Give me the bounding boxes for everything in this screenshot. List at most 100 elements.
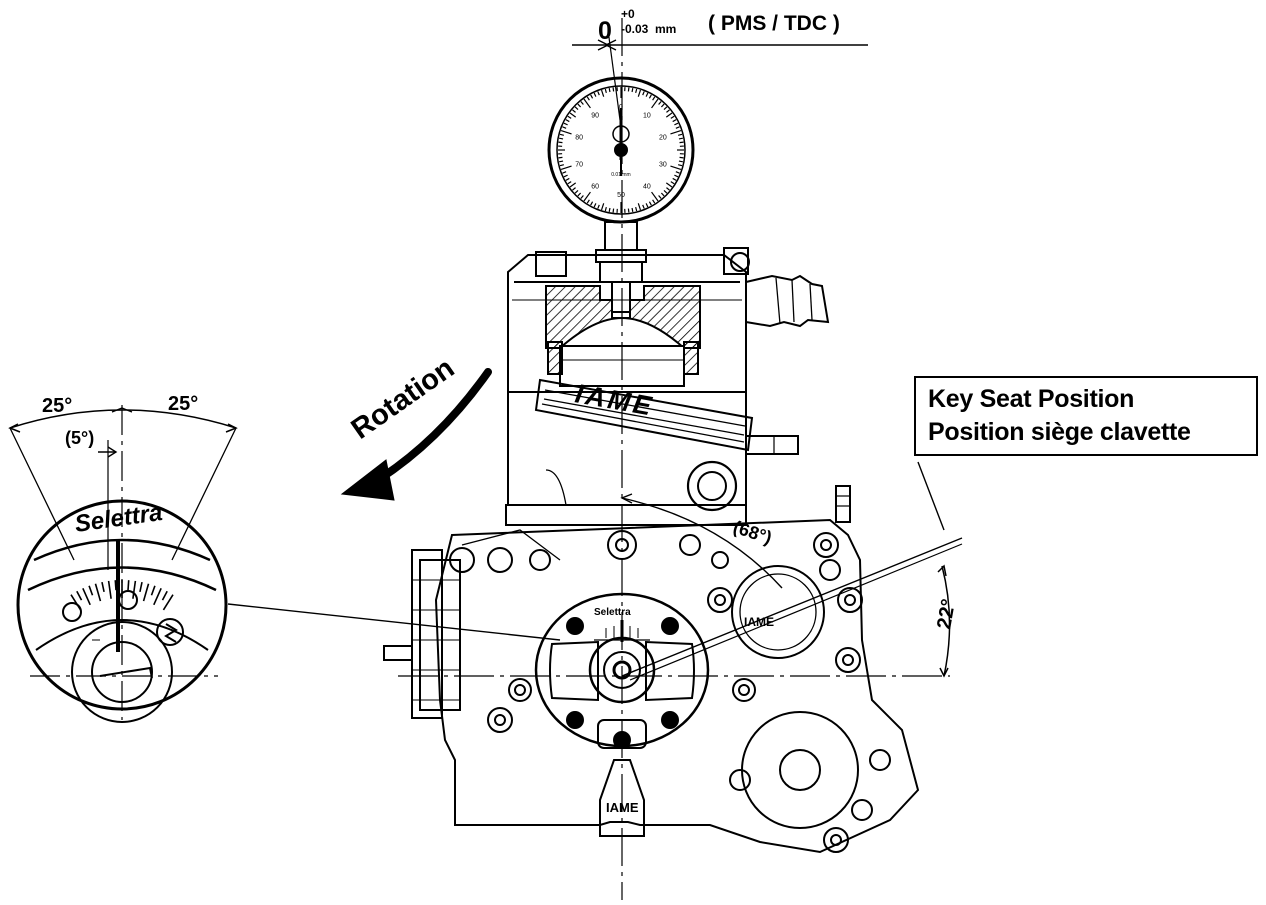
- gauge-tick-label: 50: [617, 192, 625, 199]
- brand-base: IAME: [606, 800, 639, 815]
- gauge-tick: [605, 207, 606, 211]
- gauge-tick: [674, 123, 678, 125]
- gauge-unit: 0.01 mm: [611, 172, 630, 178]
- brand-cover: IAME: [744, 615, 774, 629]
- gauge-tick-label: 80: [575, 134, 583, 141]
- angle-center: (5°): [65, 428, 94, 448]
- gauge-tick: [636, 207, 637, 211]
- gauge-tick: [591, 202, 593, 206]
- gauge-tick-label: 30: [659, 162, 667, 169]
- brand-rotor: Selettra: [594, 607, 631, 618]
- gauge-tick-label: 10: [643, 112, 651, 119]
- brand-rotor-detail: Selettra: [73, 499, 164, 538]
- gauge-tick: [678, 134, 682, 135]
- gauge-tick: [661, 104, 664, 107]
- gauge-tick: [581, 101, 584, 104]
- gauge-tick: [638, 90, 640, 97]
- gauge-tick: [602, 203, 604, 210]
- gauge-tick: [562, 172, 566, 173]
- gauge-tick: [591, 95, 593, 99]
- gauge-tick: [680, 142, 684, 143]
- gauge-tick: [674, 175, 678, 177]
- gauge-tick: [587, 97, 589, 100]
- gauge-tick: [628, 209, 629, 213]
- gauge-tick: [653, 200, 655, 203]
- tolerance-upper: +0: [621, 7, 635, 21]
- gauge-tick: [613, 209, 614, 213]
- key-seat-title-en: Key Seat Position: [928, 383, 1244, 416]
- gauge-tick: [568, 182, 571, 184]
- gauge-tick: [666, 110, 669, 113]
- gauge-tick: [666, 188, 669, 191]
- gauge-tick: [676, 127, 680, 128]
- gauge-tick: [649, 95, 651, 99]
- gauge-tick: [570, 113, 576, 117]
- gauge-tick: [578, 193, 581, 196]
- gauge-tick: [649, 202, 651, 206]
- gauge-tick: [584, 99, 590, 108]
- gauge-tick: [643, 91, 644, 95]
- key-seat-callout: Key Seat Position Position siège clavett…: [914, 376, 1258, 456]
- gauge-tick: [678, 165, 682, 166]
- gauge-tick-label: 60: [591, 184, 599, 191]
- detail-scale-tick: [128, 580, 129, 590]
- gauge-tick: [584, 192, 590, 201]
- angle-right: 25°: [168, 393, 198, 415]
- gauge-tick: [679, 138, 683, 139]
- detail-scale-tick: [144, 584, 149, 601]
- gauge-tick-label: 70: [575, 162, 583, 169]
- gauge-tick: [670, 166, 680, 169]
- gauge-tick: [561, 166, 571, 169]
- leader-lines: [30, 18, 962, 900]
- detail-scale-tick: [109, 581, 112, 599]
- gauge-tick: [605, 89, 606, 93]
- gauge-tick: [568, 116, 571, 118]
- gauge-tick: [632, 208, 633, 212]
- tolerance-unit: mm: [655, 22, 676, 36]
- gauge-tick: [664, 190, 667, 193]
- cylinder-head: [508, 248, 828, 392]
- gauge-tick: [609, 88, 610, 92]
- key-seat-title-fr: Position siège clavette: [928, 416, 1244, 449]
- gauge-tick: [661, 193, 664, 196]
- detail-scale-tick: [89, 586, 92, 595]
- detail-scale-tick: [95, 584, 100, 601]
- gauge-tick: [572, 110, 575, 113]
- detail-scale-tick: [77, 591, 82, 600]
- gauge-tick: [598, 205, 599, 209]
- gauge-tick: [587, 200, 589, 203]
- gauge-tick-label: 0: [619, 104, 623, 111]
- gauge-tick-label: 20: [659, 134, 667, 141]
- gauge-tick: [594, 203, 596, 207]
- gauge-tick: [559, 138, 563, 139]
- gauge-tick: [564, 123, 568, 125]
- detail-angle-dimensions: [10, 408, 236, 570]
- gauge-tick: [638, 203, 640, 210]
- crankcase: [384, 486, 918, 852]
- gauge-tick: [652, 99, 658, 108]
- gauge-tick-label: 40: [643, 184, 651, 191]
- gauge-tick: [664, 107, 667, 110]
- gauge-tick: [671, 116, 674, 118]
- detail-scale-tick: [102, 582, 104, 592]
- detail-scale-tick: [151, 586, 154, 595]
- gauge-tick: [680, 157, 684, 158]
- gauge-tick: [673, 178, 677, 180]
- gauge-tick: [632, 88, 633, 92]
- gauge-tick: [564, 175, 568, 177]
- gauge-tick: [673, 120, 677, 122]
- gauge-tick: [659, 195, 662, 198]
- detail-scale-tick: [140, 582, 142, 592]
- gauge-tick: [575, 190, 578, 193]
- gauge-tick: [676, 172, 680, 173]
- gauge-tick: [575, 107, 578, 110]
- gauge-tick: [562, 127, 566, 128]
- gauge-tick: [572, 188, 575, 191]
- tolerance-reference: ( PMS / TDC ): [708, 12, 840, 35]
- gauge-tick: [602, 90, 604, 97]
- detail-scale-tick: [162, 591, 167, 600]
- gauge-tick-label: 90: [591, 112, 599, 119]
- tolerance-lower: -0.03: [621, 22, 649, 36]
- gauge-tick: [671, 182, 674, 184]
- gauge-tick: [566, 120, 570, 122]
